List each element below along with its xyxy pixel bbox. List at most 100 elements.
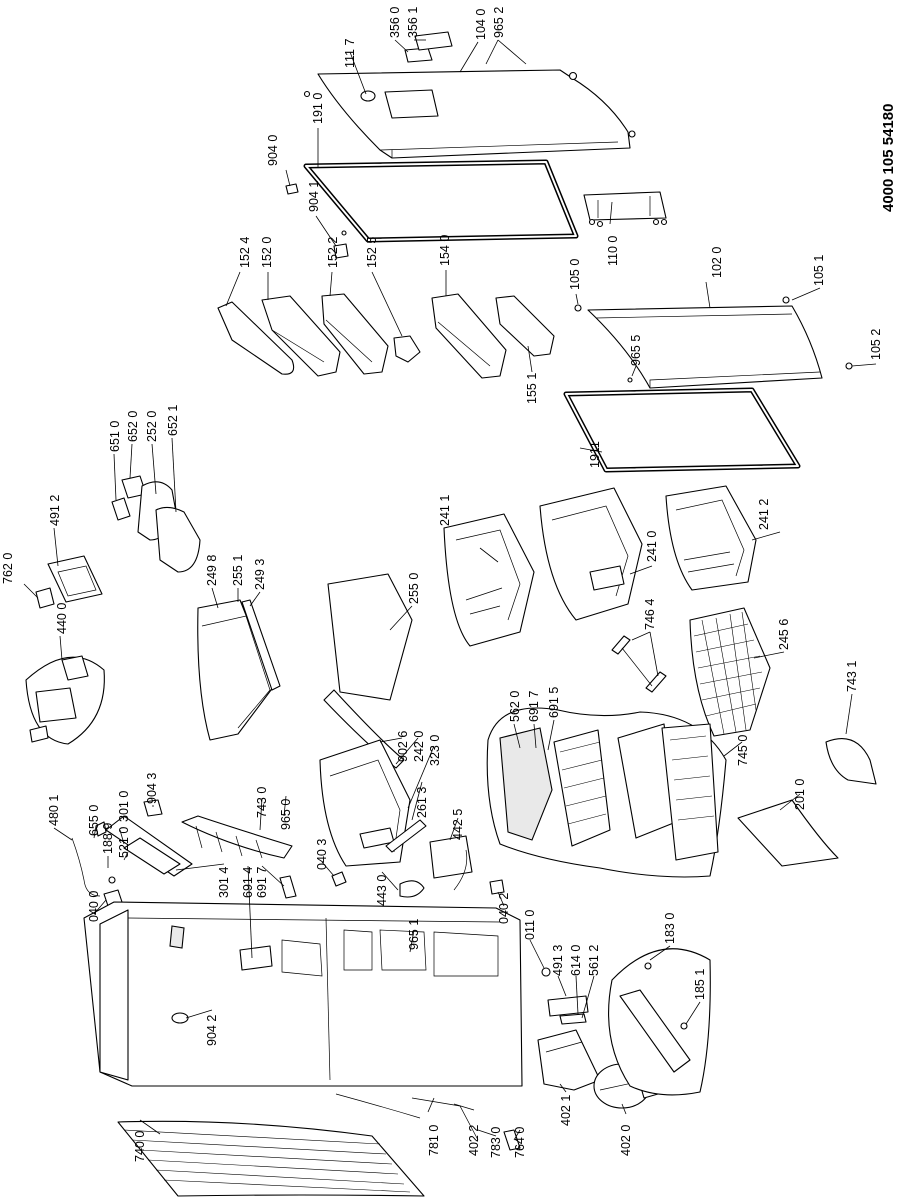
- evaporator-group-745-0: [486, 707, 727, 878]
- junction-box-491-3: [547, 995, 589, 1025]
- cabinet-body: [83, 901, 551, 1087]
- condenser-740-0: [117, 1120, 425, 1197]
- label-746-4: 746 4: [643, 599, 657, 630]
- handle-cover-356: [404, 31, 453, 63]
- screw-904: [285, 183, 349, 259]
- label-111-7: 111 7: [343, 39, 357, 68]
- label-191-0: 191 0: [311, 93, 325, 124]
- label-521-0: 521 0: [117, 827, 131, 858]
- door-shelf-154-0: [431, 293, 507, 379]
- label-652-0: 652 0: [126, 411, 140, 442]
- label-904-0: 904 0: [266, 135, 280, 166]
- crisper-241-0: [539, 487, 643, 621]
- label-185-1: 185 1: [693, 969, 707, 1000]
- label-402-2: 402 2: [467, 1125, 481, 1156]
- label-255-1: 255 1: [231, 555, 245, 586]
- label-764-0: 764 0: [513, 1127, 527, 1158]
- label-242-0: 242 0: [412, 731, 426, 762]
- label-040-3: 040 3: [315, 839, 329, 870]
- glass-shelf-255-0: [327, 573, 413, 701]
- connector-040: [103, 871, 505, 907]
- label-255-0: 255 0: [407, 573, 421, 604]
- label-183-0: 183 0: [663, 913, 677, 944]
- leader-lines: [23, 39, 877, 1141]
- bracket-201-0: [737, 799, 839, 867]
- label-201-0: 201 0: [793, 779, 807, 810]
- fan-motor-442-5: [399, 835, 473, 898]
- label-562-0: 562 0: [508, 691, 522, 722]
- egg-tray-152-5: [393, 335, 421, 363]
- label-651-0: 651 0: [108, 421, 122, 452]
- label-440-0: 440 0: [55, 603, 69, 634]
- label-241-2: 241 2: [757, 499, 771, 530]
- label-781-0: 781 0: [427, 1125, 441, 1156]
- label-356-1: 356 1: [406, 7, 420, 38]
- label-491-2: 491 2: [48, 495, 62, 526]
- wire-shelf-245-6: [689, 607, 771, 737]
- label-104-0: 104 0: [474, 9, 488, 40]
- label-902-6: 902 6: [396, 731, 410, 762]
- label-491-3: 491 3: [551, 945, 565, 976]
- control-panel-301: [95, 815, 193, 884]
- label-743-0: 743 0: [255, 787, 269, 818]
- label-904-2: 904 2: [205, 1015, 219, 1046]
- label-1911: 1911: [588, 441, 602, 468]
- label-154-0: 154 0: [438, 235, 452, 266]
- label-691-7b: 691 7: [255, 867, 269, 898]
- door-shelf-152-4: [217, 301, 295, 375]
- rail-746-4: [611, 635, 667, 693]
- fan-assembly-440-0: [25, 655, 105, 745]
- label-965-5: 965 5: [629, 335, 643, 366]
- label-011-0: 011 0: [523, 910, 537, 940]
- door-shelf-152-0: [261, 295, 341, 377]
- label-241-1: 241 1: [438, 495, 452, 526]
- glass-shelf-255-1: [197, 599, 281, 741]
- label-614-0: 614 0: [569, 945, 583, 976]
- label-040-0: 040 0: [87, 891, 101, 922]
- label-561-2: 561 2: [587, 945, 601, 976]
- label-245-6: 245 6: [777, 619, 791, 650]
- label-402-1: 402 1: [559, 1095, 573, 1126]
- label-105-2: 105 2: [869, 329, 883, 360]
- door-shelf-155-1: [495, 295, 555, 357]
- label-249-8: 249 8: [205, 555, 219, 586]
- label-252-0: 252 0: [145, 411, 159, 442]
- label-105-0: 105 0: [568, 259, 582, 290]
- label-152-0: 152 0: [260, 237, 274, 268]
- label-745-0: 745 0: [736, 735, 750, 766]
- label-762-0: 762 0: [1, 553, 15, 584]
- label-188-9: 188 9: [101, 823, 115, 854]
- part-labels: 111 7 356 0 356 1 104 0 965 2 191 0 904 …: [1, 7, 883, 1162]
- crisper-241-1: [443, 513, 535, 647]
- upper-door-104-0: [303, 69, 636, 159]
- label-356-0: 356 0: [388, 7, 402, 38]
- label-040-2: 040 2: [497, 893, 511, 924]
- label-249-3: 249 3: [253, 559, 267, 590]
- label-110-0: 110 0: [606, 236, 620, 266]
- door-shelf-152-2: [321, 293, 389, 375]
- cable-480-1: [71, 837, 101, 897]
- label-691-5: 691 5: [547, 687, 561, 718]
- label-652-1: 652 1: [166, 405, 180, 436]
- label-691-7: 691 7: [527, 691, 541, 722]
- upper-door-gasket-191-0: [303, 159, 579, 243]
- label-443-0: 443 0: [375, 875, 389, 906]
- document-number: 4000 105 54180: [880, 104, 897, 212]
- panel-743-0: [181, 815, 293, 859]
- lower-door-102-0: [574, 296, 853, 389]
- label-783-0: 783 0: [489, 1127, 503, 1158]
- label-301-0: 301 0: [117, 791, 131, 822]
- drain-group-183-0: [608, 948, 711, 1096]
- label-904-1: 904 1: [307, 181, 321, 212]
- thermostat-group-651: [111, 475, 201, 573]
- crisper-241-2: [665, 485, 757, 591]
- label-152-4: 152 4: [238, 237, 252, 268]
- label-155-1: 155 1: [525, 373, 539, 404]
- label-102-0: 102 0: [710, 247, 724, 278]
- label-152-5: 152 5: [365, 237, 379, 268]
- crisper-cover-242-0: [319, 689, 427, 867]
- clip-904-3: [143, 799, 163, 817]
- label-301-4: 301 4: [217, 867, 231, 898]
- bracket-691-7: [279, 875, 297, 899]
